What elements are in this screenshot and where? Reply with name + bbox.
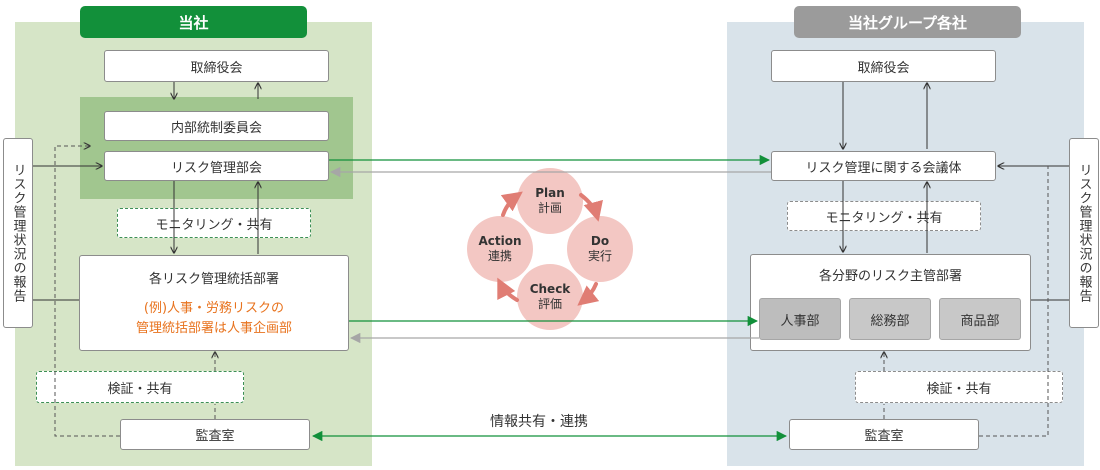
pdca-arrow-do-check: [577, 282, 600, 306]
left-risk-dept-box: 各リスク管理統括部署 (例)人事・労務リスクの 管理統括部署は人事企画部: [79, 255, 349, 351]
left-risk-dept-example: (例)人事・労務リスクの 管理統括部署は人事企画部: [136, 299, 292, 339]
left-header: 当社: [80, 6, 307, 38]
right-header: 当社グループ各社: [794, 6, 1021, 38]
example-line-1: (例)人事・労務リスクの: [143, 301, 285, 316]
pdca-do-en: Do: [590, 234, 610, 248]
left-monitoring-box: モニタリング・共有: [117, 208, 311, 238]
pdca-action-circle: Action 連携: [467, 216, 533, 282]
right-verify-box: 検証・共有: [855, 371, 1063, 403]
general-affairs-dept-box: 総務部: [849, 298, 931, 340]
risk-meeting-box: リスク管理部会: [104, 151, 329, 181]
example-line-2: 管理統括部署は人事企画部: [135, 321, 292, 336]
pdca-arrow-check-action: [497, 277, 519, 302]
left-audit-box: 監査室: [120, 419, 310, 450]
pdca-check-ja: 評価: [537, 297, 562, 311]
right-monitoring-box: モニタリング・共有: [787, 201, 981, 231]
risk-council-box: リスク管理に関する会議体: [771, 151, 996, 181]
pdca-arrow-action-plan: [500, 191, 523, 217]
right-report-label: リスク管理状況の報告: [1069, 138, 1099, 328]
pdca-arrow-plan-do: [579, 193, 603, 222]
pdca-do-circle: Do 実行: [567, 216, 633, 282]
hr-dept-box: 人事部: [759, 298, 841, 340]
dashed-audit-report-left: [54, 146, 120, 437]
left-risk-dept-title: 各リスク管理統括部署: [148, 272, 279, 287]
pdca-check-en: Check: [529, 282, 571, 296]
dashed-audit-report-right: [979, 166, 1049, 437]
left-board-box: 取締役会: [104, 50, 329, 82]
pdca-plan-circle: Plan 計画: [517, 168, 583, 234]
pdca-plan-ja: 計画: [537, 201, 562, 215]
right-audit-box: 監査室: [789, 419, 979, 450]
pdca-action-en: Action: [478, 234, 522, 248]
merchandise-dept-box: 商品部: [939, 298, 1021, 340]
left-report-label: リスク管理状況の報告: [3, 138, 33, 328]
right-board-box: 取締役会: [771, 50, 996, 82]
pdca-do-ja: 実行: [587, 249, 612, 263]
pdca-plan-en: Plan: [535, 186, 565, 200]
internal-committee-box: 内部統制委員会: [104, 111, 329, 141]
right-risk-dept-title: 各分野のリスク主管部署: [818, 269, 962, 284]
left-verify-box: 検証・共有: [36, 371, 244, 403]
pdca-check-circle: Check 評価: [517, 264, 583, 330]
info-sharing-label: 情報共有・連携: [490, 414, 588, 430]
pdca-action-ja: 連携: [487, 249, 512, 263]
